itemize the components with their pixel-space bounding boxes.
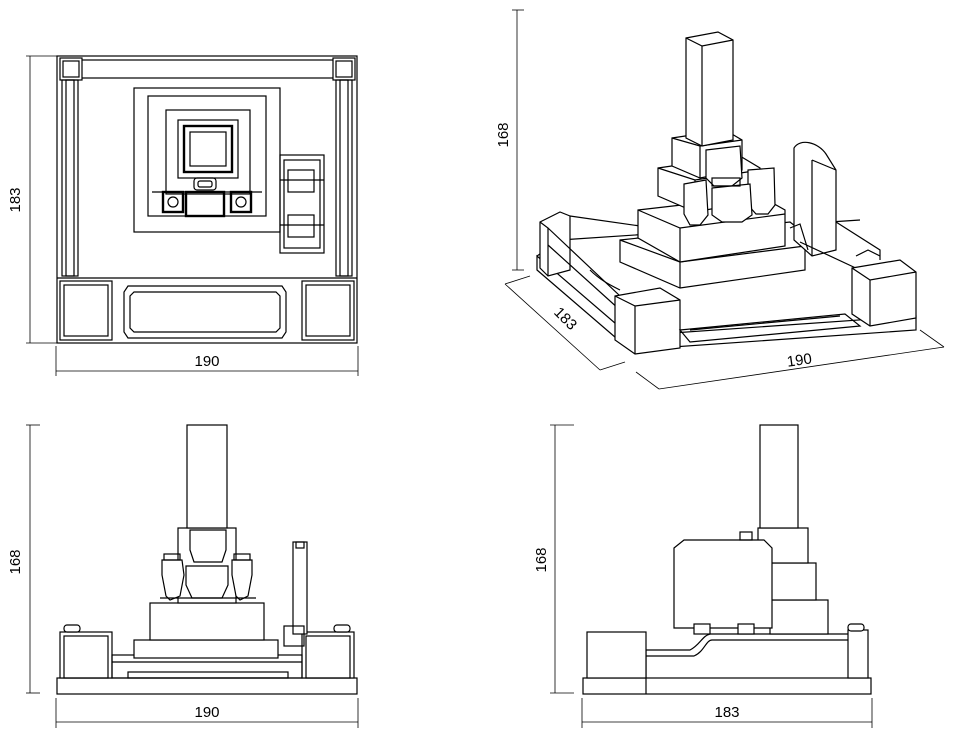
front-elevation-view: 168 190 (7, 424, 359, 728)
isometric-view: 168 183 190 (495, 9, 945, 390)
front-height-dimension: 168 (7, 424, 40, 694)
side-width-dimension: 183 (581, 698, 873, 728)
front-height-label: 168 (7, 549, 24, 574)
side-elevation-view: 168 183 (533, 424, 873, 728)
side-height-label: 168 (533, 547, 550, 572)
iso-width-label: 190 (786, 350, 813, 370)
iso-depth-dimension: 183 (504, 275, 626, 371)
iso-height-dimension: 168 (495, 9, 524, 271)
plan-view: 183 190 (7, 55, 359, 376)
side-height-dimension: 168 (533, 424, 574, 694)
iso-height-label: 168 (495, 122, 512, 147)
plan-height-dimension: 183 (7, 55, 58, 344)
plan-width-dimension: 190 (55, 346, 359, 376)
iso-width-dimension: 190 (635, 329, 945, 390)
front-width-label: 190 (194, 704, 219, 721)
side-width-label: 183 (714, 704, 739, 721)
front-width-dimension: 190 (55, 698, 359, 728)
plan-width-label: 190 (194, 353, 219, 370)
plan-height-label: 183 (7, 187, 24, 212)
